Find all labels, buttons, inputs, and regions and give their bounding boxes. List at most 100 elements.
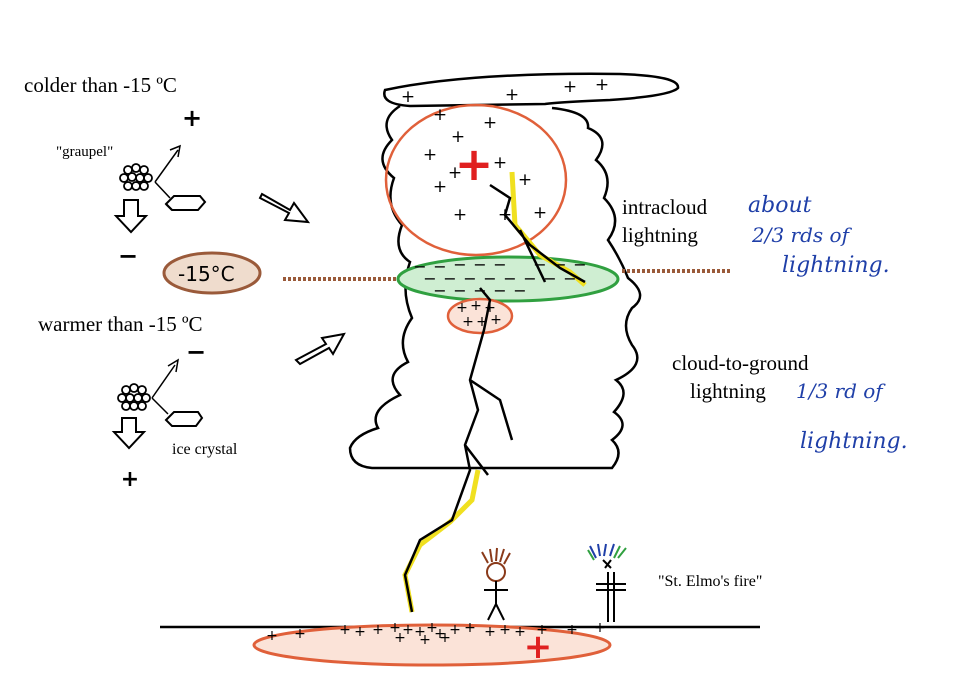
graupel-lower [117, 383, 151, 411]
positive-charge-sign: + [434, 626, 446, 642]
positive-charge-sign: + [533, 203, 547, 223]
st-elmo-label: "St. Elmo's fire" [658, 573, 762, 590]
crystal-negative-tag: − [186, 338, 206, 366]
positive-charge-sign: + [433, 105, 447, 125]
positive-charge-sign: + [339, 622, 351, 638]
cloud-anvil [383, 72, 680, 108]
negative-charge-sign: − [483, 269, 496, 288]
ground-lightning-glow [402, 469, 481, 613]
positive-charge-sign: + [266, 628, 278, 644]
graupel-upper [119, 163, 153, 191]
rebound-arrows-upper [154, 144, 181, 199]
positive-charge-sign: + [354, 624, 366, 640]
ctg-label-line1: cloud-to-ground [672, 351, 809, 375]
ctg-label-line2: lightning [690, 379, 766, 403]
intracloud-label-line1: intracloud [622, 195, 708, 219]
positive-charge-sign: + [493, 153, 507, 173]
positive-charge-sign: + [594, 620, 606, 636]
positive-charge-sign: + [484, 300, 496, 316]
positive-charge-sign: + [476, 314, 488, 330]
intracloud-fraction-line1: about [748, 193, 812, 218]
negative-charge-sign: − [473, 255, 486, 274]
negative-charge-sign: − [473, 281, 486, 300]
positive-charge-sign: + [451, 127, 465, 147]
warmer-label: warmer than -15 ºC [38, 312, 203, 336]
graupel-negative-tag: − [118, 242, 138, 270]
positive-charge-sign: + [401, 87, 415, 107]
ice-crystal-upper-icon [164, 195, 207, 211]
negative-charge-sign: − [453, 255, 466, 274]
positive-charge-sign: + [518, 170, 532, 190]
positive-charge-sign: + [498, 205, 512, 225]
positive-charge-sign: + [453, 205, 467, 225]
positive-charge-sign: + [490, 312, 502, 328]
large-positive-charge-sign: + [524, 627, 553, 667]
positive-charge-sign: + [394, 630, 406, 646]
ctg-fraction-line1: 1/3 rd of [796, 379, 886, 403]
positive-charge-sign: + [483, 113, 497, 133]
negative-charge-sign: − [463, 269, 476, 288]
positive-charge-sign: + [426, 620, 438, 636]
negative-charge-sign: − [553, 255, 566, 274]
positive-charge-sign: + [372, 622, 384, 638]
positive-charge-sign: + [499, 622, 511, 638]
negative-charge-sign: − [453, 281, 466, 300]
positive-charge-sign: + [423, 145, 437, 165]
intracloud-label-line2: lightning [622, 223, 698, 247]
intracloud-fraction-line2: 2/3 rds of [751, 223, 853, 247]
st-elmos-cross-icon [596, 572, 626, 622]
down-arrow-upper-icon [113, 199, 149, 234]
minus15-oval [162, 251, 262, 295]
negative-charge-sign: − [573, 255, 586, 274]
positive-charge-sign: + [595, 75, 609, 95]
positive-charge-sign: + [439, 630, 451, 646]
ctg-fraction-line2: lightning. [800, 429, 908, 454]
negative-charge-sign: − [503, 269, 516, 288]
charge-signs: ++++++++++++++++−−−−−−−−−−−−−−−−−−−−−+++… [118, 75, 609, 667]
down-arrow-lower-icon [111, 417, 147, 450]
upper-positive-region [384, 103, 568, 257]
positive-charge-sign: + [536, 622, 548, 638]
negative-charge-sign: − [533, 255, 546, 274]
colder-label: colder than -15 ºC [24, 73, 177, 97]
negative-charge-sign: − [433, 257, 446, 276]
positive-charge-sign: + [484, 624, 496, 640]
positive-charge-sign: + [456, 300, 468, 316]
positive-charge-sign: + [462, 314, 474, 330]
positive-charge-sign: + [449, 622, 461, 638]
positive-charge-sign: + [514, 624, 526, 640]
cloud-outline [348, 104, 642, 470]
negative-charge-sign: − [433, 281, 446, 300]
intracloud-fraction-line3: lightning. [782, 253, 890, 278]
negative-charge-sign: − [493, 255, 506, 274]
positive-charge-sign: + [505, 85, 519, 105]
stick-figure-hair [481, 547, 511, 565]
positive-charge-sign: + [389, 620, 401, 636]
positive-charge-sign: + [470, 298, 482, 314]
arrow-to-lower-cloud-icon [294, 332, 346, 366]
arrow-to-upper-cloud-icon [258, 192, 311, 224]
graupel-label: "graupel" [56, 144, 113, 160]
positive-charge-sign: + [464, 620, 476, 636]
positive-charge-sign: + [294, 626, 306, 642]
lower-positive-region [446, 297, 514, 335]
ground-positive-region [252, 623, 612, 667]
large-positive-charge-sign: + [455, 137, 494, 191]
negative-charge-sign: − [513, 281, 526, 300]
positive-charge-sign: + [419, 632, 431, 648]
intracloud-lightning-bolt [489, 183, 586, 284]
negative-charge-sign: − [543, 269, 556, 288]
ice-crystal-label: ice crystal [172, 441, 238, 458]
minus15-label: -15°C [178, 262, 235, 286]
ice-crystal-lower-icon [164, 411, 204, 427]
rebound-arrows-lower [151, 358, 180, 415]
positive-charge-sign: + [448, 163, 462, 183]
crystal-positive-tag: + [121, 467, 139, 492]
graupel-positive-tag: + [182, 104, 202, 132]
negative-charge-sign: − [423, 269, 436, 288]
positive-charge-sign: + [566, 622, 578, 638]
stick-figure [484, 562, 508, 621]
negative-charge-sign: − [563, 269, 576, 288]
cloud-to-ground-lightning-bolt [403, 287, 514, 613]
